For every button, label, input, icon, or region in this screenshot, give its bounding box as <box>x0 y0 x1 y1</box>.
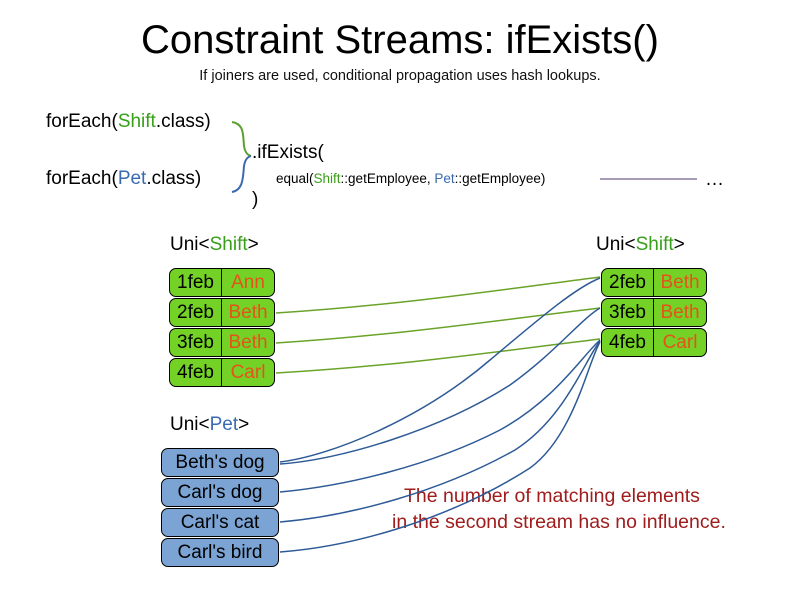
annotation-line-1: The number of matching elements <box>404 485 700 507</box>
left-pet-header-type: Pet <box>209 414 239 435</box>
card-left-shift-2[interactable]: 3feb Beth <box>169 328 275 357</box>
card-left-shift-3-key: 4feb <box>170 359 222 386</box>
card-left-shift-2-key: 3feb <box>170 329 222 356</box>
code-equal-prefix: equal( <box>276 171 314 186</box>
card-left-shift-0[interactable]: 1feb Ann <box>169 268 275 297</box>
code-equal-right-type: Pet <box>434 171 455 186</box>
card-left-pet-0-value: Beth's dog <box>175 452 265 473</box>
code-foreach-shift-suffix: .class) <box>155 111 211 132</box>
card-left-shift-3-value: Carl <box>230 362 266 383</box>
card-left-shift-3[interactable]: 4feb Carl <box>169 358 275 387</box>
card-right-shift-0[interactable]: 2feb Beth <box>601 268 707 297</box>
card-left-shift-0-value: Ann <box>231 272 265 293</box>
link-blue-bethsdog-3feb <box>279 307 601 465</box>
stream-header-left-shift: Uni<Shift> <box>170 233 259 257</box>
card-right-shift-2[interactable]: 4feb Carl <box>601 328 707 357</box>
card-left-shift-1-key: 2feb <box>170 299 222 326</box>
link-green-4feb <box>275 338 601 374</box>
card-right-shift-0-value: Beth <box>660 272 700 293</box>
card-left-pet-3-value: Carl's bird <box>177 542 263 563</box>
brace-shift-stroke <box>231 121 252 157</box>
page-subtitle: If joiners are used, conditional propaga… <box>199 68 601 84</box>
code-ifexists: .ifExists( <box>252 142 324 163</box>
right-shift-header-type: Shift <box>635 234 674 255</box>
left-pet-header-prefix: Uni< <box>170 414 210 435</box>
card-right-shift-1-value: Beth <box>660 302 700 323</box>
code-equal-left-type: Shift <box>313 171 341 186</box>
link-blue-carlsdog-4feb <box>279 339 601 493</box>
card-left-pet-2-value: Carl's cat <box>180 512 260 533</box>
annotation-line-2: in the second stream has no influence. <box>392 511 726 533</box>
card-left-pet-2[interactable]: Carl's cat <box>161 508 279 537</box>
left-shift-header-prefix: Uni< <box>170 234 210 255</box>
code-equal-left-method: ::getEmployee, <box>340 171 435 186</box>
link-green-2feb <box>275 276 601 314</box>
right-shift-header-prefix: Uni< <box>596 234 636 255</box>
code-close-paren: ) <box>252 189 259 210</box>
code-foreach-shift-prefix: forEach( <box>46 111 118 132</box>
code-foreach-pet: forEach(Pet.class) <box>46 167 201 191</box>
code-foreach-shift: forEach(Shift.class) <box>46 110 211 134</box>
card-left-shift-0-key: 1feb <box>170 269 222 296</box>
left-pet-header-suffix: > <box>238 414 250 435</box>
card-right-shift-1[interactable]: 3feb Beth <box>601 298 707 327</box>
left-shift-header-suffix: > <box>247 234 259 255</box>
code-foreach-shift-type: Shift <box>117 111 156 132</box>
link-green-3feb <box>275 307 601 344</box>
card-left-pet-1-value: Carl's dog <box>177 482 263 503</box>
link-blue-bethsdog-2feb <box>279 277 601 463</box>
card-left-pet-1[interactable]: Carl's dog <box>161 478 279 507</box>
stream-header-left-pet: Uni<Pet> <box>170 413 249 437</box>
card-left-pet-3[interactable]: Carl's bird <box>161 538 279 567</box>
right-shift-header-suffix: > <box>673 234 685 255</box>
code-equal-right-method: ::getEmployee) <box>454 171 546 186</box>
card-left-shift-1-value: Beth <box>228 302 268 323</box>
code-foreach-pet-suffix: .class) <box>146 168 202 189</box>
card-left-pet-0[interactable]: Beth's dog <box>161 448 279 477</box>
code-ellipsis: … <box>705 169 724 190</box>
left-shift-header-type: Shift <box>209 234 248 255</box>
code-equal-joiner: equal(Shift::getEmployee, Pet::getEmploy… <box>276 170 545 188</box>
stream-header-right-shift: Uni<Shift> <box>596 233 685 257</box>
card-right-shift-1-key: 3feb <box>602 299 654 326</box>
card-right-shift-2-value: Carl <box>662 332 698 353</box>
card-right-shift-0-key: 2feb <box>602 269 654 296</box>
code-foreach-pet-type: Pet <box>117 168 147 189</box>
page-title: Constraint Streams: ifExists() <box>141 18 659 62</box>
code-foreach-pet-prefix: forEach( <box>46 168 118 189</box>
brace-pet-stroke <box>231 155 252 193</box>
card-right-shift-2-key: 4feb <box>602 329 654 356</box>
card-left-shift-2-value: Beth <box>228 332 268 353</box>
card-left-shift-1[interactable]: 2feb Beth <box>169 298 275 327</box>
